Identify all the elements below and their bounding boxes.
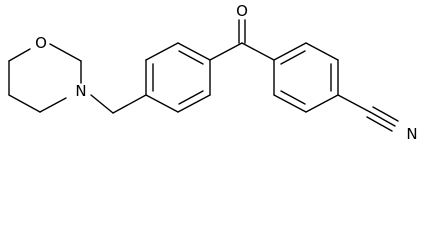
inner-double-bond bbox=[280, 90, 306, 105]
structure-diagram: O N O N bbox=[8, 2, 418, 143]
bond bbox=[273, 94, 307, 113]
inner-double-bond bbox=[178, 50, 204, 65]
triple-bond bbox=[366, 116, 393, 132]
bond bbox=[337, 94, 371, 113]
bond bbox=[241, 42, 275, 61]
carbonyl-oxygen-label: O bbox=[236, 2, 248, 20]
bond bbox=[8, 94, 41, 113]
morpholine-ring bbox=[8, 43, 82, 113]
bond bbox=[305, 94, 339, 113]
carbonyl-group bbox=[209, 19, 275, 61]
molecule-drawing: O N O N bbox=[8, 2, 418, 143]
bond bbox=[273, 42, 307, 61]
bond bbox=[8, 48, 31, 62]
bond bbox=[177, 42, 211, 61]
nitrogen-morpholine-label: N bbox=[75, 82, 86, 100]
nitrile-nitrogen-label: N bbox=[406, 125, 417, 143]
nitrile-group bbox=[337, 94, 399, 132]
ch2-aryl-bond bbox=[112, 94, 147, 114]
triple-bond bbox=[372, 106, 399, 122]
bond bbox=[305, 42, 339, 61]
triple-bond bbox=[369, 111, 396, 127]
n-ch2-bond bbox=[90, 94, 114, 114]
benzene-ring-right bbox=[273, 42, 339, 113]
oxygen-morpholine-label: O bbox=[35, 34, 47, 52]
inner-double-bond bbox=[280, 50, 306, 65]
bond bbox=[177, 94, 211, 113]
benzene-ring-left bbox=[145, 42, 211, 113]
bond bbox=[39, 97, 67, 113]
bond bbox=[209, 42, 243, 61]
inner-double-bond bbox=[178, 90, 204, 105]
bond bbox=[145, 94, 179, 113]
bond bbox=[145, 42, 179, 61]
bond bbox=[49, 43, 82, 62]
